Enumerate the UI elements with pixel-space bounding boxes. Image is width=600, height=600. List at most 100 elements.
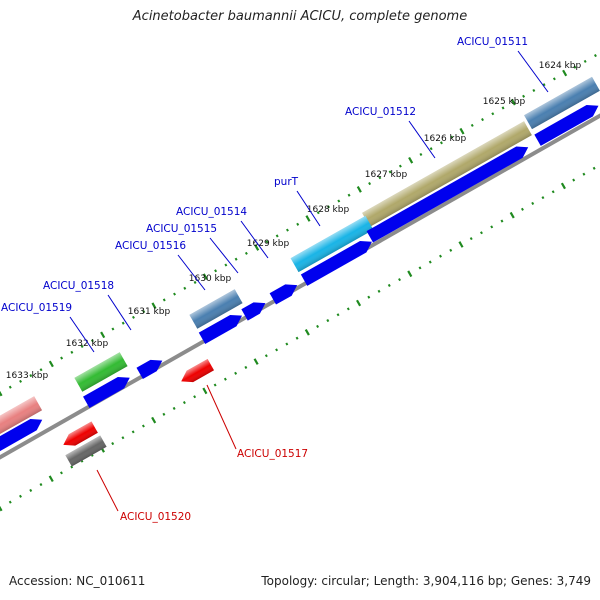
lower-tick-mark [8,500,12,504]
lower-tick-mark [162,412,166,416]
upper-tick-mark [142,310,146,314]
lower-tick-mark [48,475,54,483]
lower-tick-mark [275,348,279,352]
upper-tick-mark [429,147,433,151]
gene-block-left-edge-shade [0,396,43,440]
upper-tick-mark [347,193,351,197]
gene-label: ACICU_01519 [1,302,72,314]
kbp-tick-label: 1624 kbp [539,61,582,71]
upper-tick-mark [183,286,187,290]
gene-label: ACICU_01515 [146,223,217,235]
gene-leader-line [517,50,549,93]
upper-tick-mark [193,280,197,285]
gene-label: ACICU_01514 [176,206,247,218]
genome-summary-text: Topology: circular; Length: 3,904,116 bp… [261,574,591,588]
cds-arrow-purt [300,241,372,286]
cds-arrow-acicu-01519 [83,376,130,408]
lower-tick-mark [541,196,545,200]
upper-tick-mark [398,164,402,168]
upper-tick-mark [202,273,208,280]
gene-block-acicu-01511-shade [524,76,600,130]
gene-block-acicu-01511 [524,76,600,130]
upper-tick-mark [510,98,516,106]
upper-tick-mark [8,385,12,389]
lower-tick-mark [131,430,135,434]
gene-label: ACICU_01512 [345,106,416,118]
lower-tick-mark [29,488,33,492]
gene-leader-line [107,294,132,331]
cds-arrow-acicu-01516-body [198,314,243,344]
cds-arrow-acicu-01511 [534,105,599,146]
upper-tick-mark [265,240,269,244]
upper-tick-mark [481,118,484,122]
upper-tick-mark [39,368,43,372]
kbp-tick-label: 1625 kbp [483,97,526,107]
gene-block-acicu-01512 [362,121,532,227]
lower-tick-mark [439,254,442,258]
lower-tick-mark [244,365,248,369]
gene-label: ACICU_01520 [120,511,191,523]
lower-tick-mark [398,278,401,282]
upper-tick-mark [593,54,597,58]
upper-tick-mark [296,222,300,226]
gene-block-acicu-01512-shade [362,121,532,227]
gene-label: ACICU_01511 [457,36,528,48]
lower-tick-mark [582,172,586,176]
lower-tick-mark [418,266,422,270]
lower-tick-mark [428,260,432,264]
gene-leader-line [296,190,321,227]
lower-tick-mark [213,383,217,387]
lower-tick-mark [0,505,3,512]
lower-tick-mark [234,371,238,375]
gene-label: ACICU_01517 [237,448,308,460]
lower-tick-mark [592,166,596,170]
lower-tick-mark [480,231,483,235]
upper-tick-mark [48,360,54,368]
lower-tick-mark [39,483,43,487]
lower-tick-mark [326,319,330,323]
lower-tick-mark [387,283,391,287]
lower-tick-mark [223,377,227,381]
upper-tick-mark [234,257,238,261]
cds-arrow-acicu-01514-body [269,284,298,305]
lower-tick-mark [336,313,340,317]
cds-arrow-acicu-01515 [241,302,266,321]
cds-arrow-acicu-01517 [181,358,214,383]
gene-leader-line [206,384,237,450]
lower-tick-mark [520,207,524,211]
lower-tick-mark [121,436,125,440]
upper-tick-mark [522,94,526,98]
cds-arrow-acicu-01520-shade [63,421,98,446]
kbp-tick-label: 1628 kbp [307,205,350,215]
lower-tick-mark [531,201,535,206]
lower-tick-mark [551,190,555,194]
lower-tick-mark [253,358,259,365]
cds-arrow-acicu-01511-body [534,105,599,146]
upper-tick-mark [368,182,372,186]
gene-block-acicu-01516 [189,289,243,329]
gene-leader-line [177,254,206,291]
gene-block-acicu-01520-shade [65,435,107,467]
upper-tick-mark [173,292,176,296]
lower-tick-mark [356,299,362,307]
kbp-tick-label: 1632 kbp [66,339,109,349]
upper-tick-mark [121,321,125,325]
upper-tick-mark [439,141,443,145]
lower-tick-mark [151,416,157,424]
lower-tick-mark [172,406,176,410]
gene-leader-line [209,237,239,274]
upper-tick-mark [224,263,228,267]
gene-block-acicu-01519 [74,352,128,392]
kbp-tick-label: 1630 kbp [189,274,232,284]
lower-tick-mark [509,211,515,219]
gene-block-purt [290,215,374,273]
lower-tick-mark [490,225,494,229]
lower-tick-mark [316,324,320,328]
lower-tick-mark [295,336,299,340]
kbp-tick-label: 1627 kbp [365,170,408,180]
gene-leader-line [96,469,119,512]
gene-label: ACICU_01518 [43,280,114,292]
gene-leader-line [69,316,95,353]
upper-tick-mark [378,176,382,180]
lower-tick-mark [500,219,504,223]
